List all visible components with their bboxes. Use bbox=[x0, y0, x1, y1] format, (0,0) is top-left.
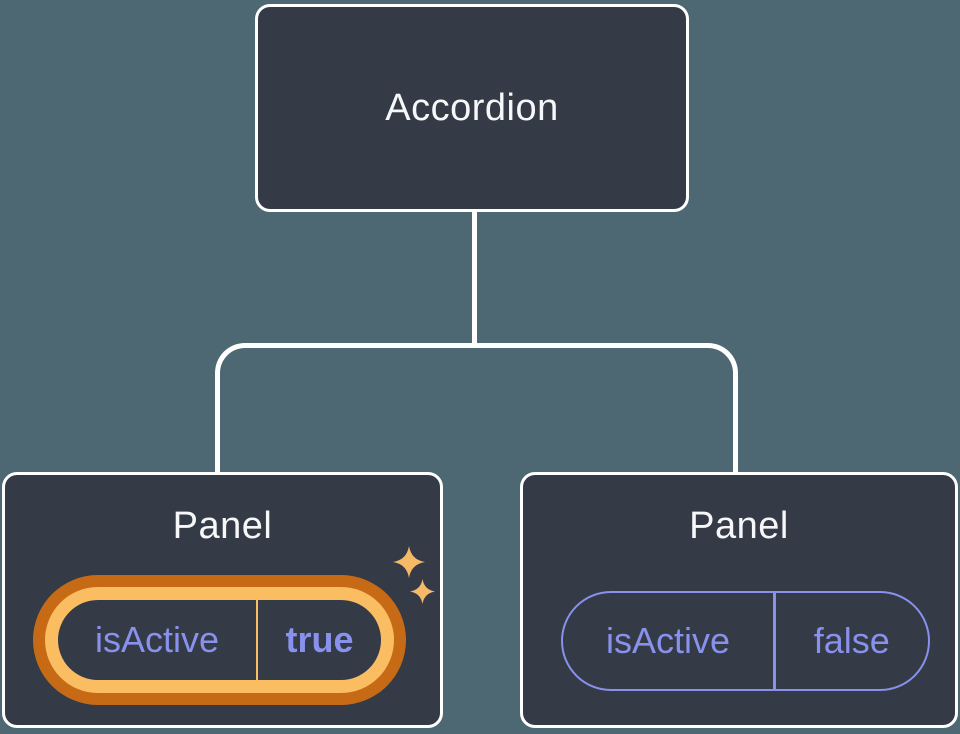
sparkle-icon-large bbox=[393, 546, 425, 578]
state-prop-value-active: true bbox=[285, 619, 354, 660]
state-pill-active-inner-ring: isActive true bbox=[45, 587, 394, 693]
state-prop-value-inactive: false bbox=[813, 620, 890, 661]
state-pill-inactive: isActive false bbox=[561, 591, 930, 691]
state-pill-inactive-divider bbox=[773, 593, 776, 689]
panel-node-active-label: Panel bbox=[172, 505, 273, 547]
state-prop-name-inactive: isActive bbox=[605, 620, 731, 661]
state-pill-active: isActive true bbox=[58, 600, 381, 680]
state-prop-name-active: isActive bbox=[94, 619, 220, 660]
sparkle-icon-small bbox=[410, 579, 435, 604]
panel-node-inactive: Panel isActive false bbox=[520, 472, 958, 728]
panel-node-active: Panel isActive true bbox=[2, 472, 443, 728]
accordion-node-label: Accordion bbox=[385, 86, 559, 129]
connector-root-stem bbox=[472, 211, 477, 348]
state-pill-active-divider bbox=[256, 600, 258, 680]
connector-branch bbox=[215, 343, 738, 472]
accordion-node: Accordion bbox=[255, 4, 689, 212]
state-pill-active-highlight-ring: isActive true bbox=[33, 575, 406, 705]
panel-node-inactive-label: Panel bbox=[689, 505, 789, 547]
